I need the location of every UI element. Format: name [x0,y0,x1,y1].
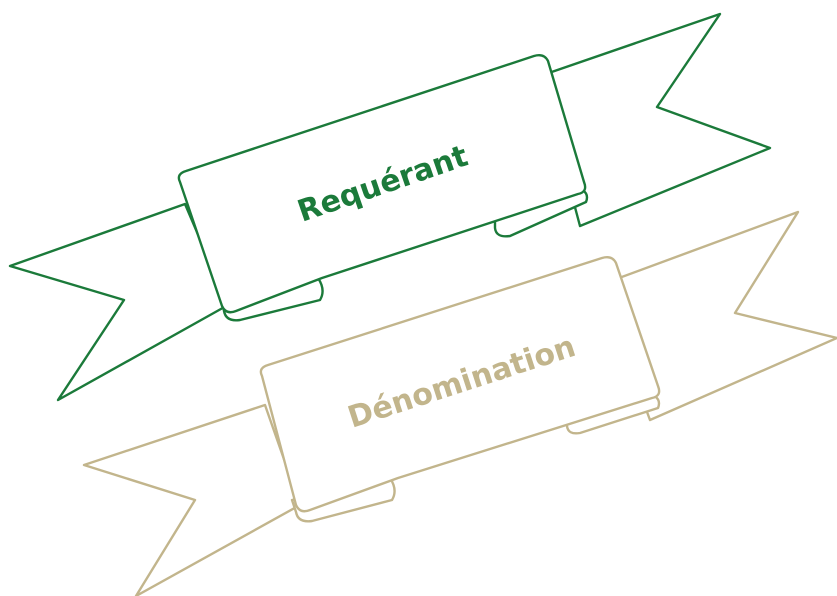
banner-main-band [177,53,587,314]
banner-requerant: Requérant [8,12,772,402]
banner-denomination: Dénomination [82,210,837,596]
banner-main-band [259,255,661,513]
banner-left-tail [82,403,302,596]
banner-left-tail [8,202,230,402]
